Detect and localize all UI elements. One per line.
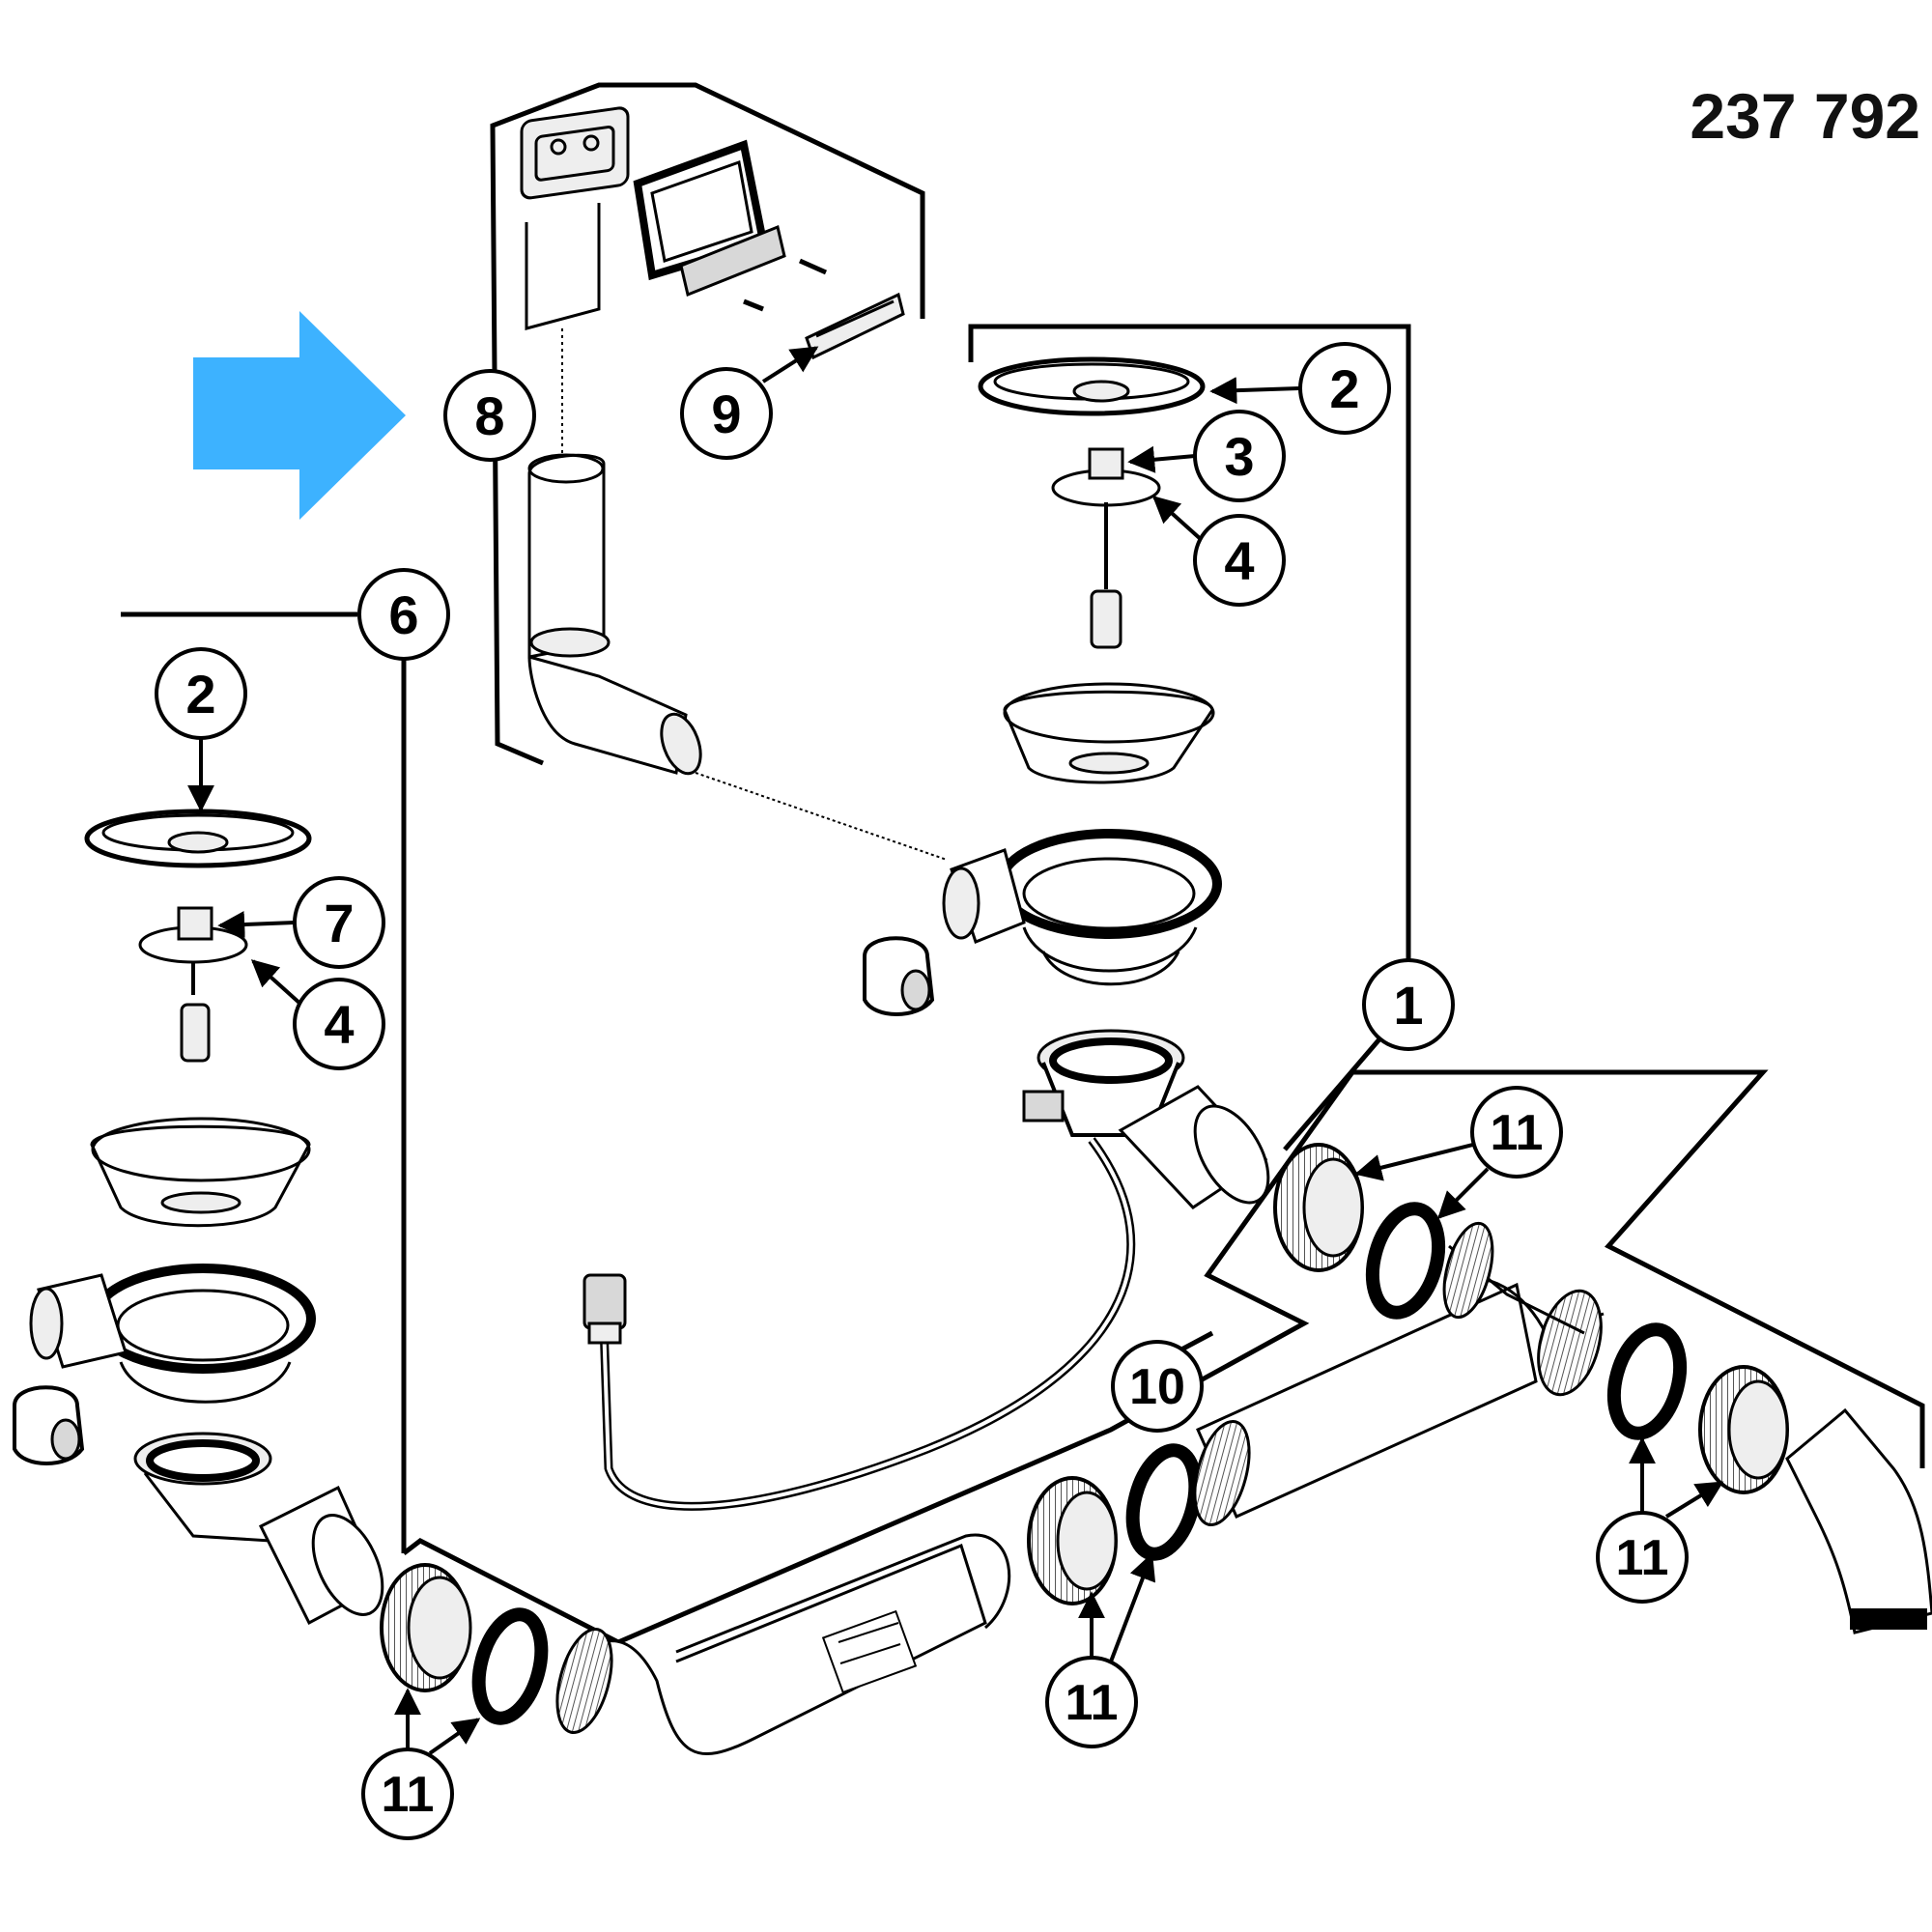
right-knob <box>1051 447 1161 649</box>
overflow-rose <box>520 106 630 330</box>
pipe-group-outline <box>402 1069 1925 1645</box>
callout-3-label: 3 <box>1224 426 1254 487</box>
callout-9-label: 9 <box>711 384 741 444</box>
right-nut-body <box>1022 1029 1185 1137</box>
callout-4-left: 4 <box>250 959 385 1070</box>
left-knob <box>138 906 248 1063</box>
right-overflow-cap <box>863 936 935 1016</box>
left-basket <box>90 1117 311 1228</box>
right-strainer-plug <box>978 356 1206 416</box>
right-arrow-icon <box>193 311 406 520</box>
callout-11-mid-label: 11 <box>1065 1675 1119 1731</box>
callout-3: 3 <box>1127 410 1286 502</box>
top-union-nut <box>1273 1143 1364 1272</box>
callout-11-mid: 11 <box>1045 1552 1156 1748</box>
callout-9: 9 <box>680 346 819 460</box>
right-seal-ring <box>1606 1322 1688 1440</box>
callout-11-top: 11 <box>1354 1086 1563 1219</box>
part-number: 237 792 <box>1690 80 1920 152</box>
callout-6-label: 6 <box>388 584 418 645</box>
callout-7-label: 7 <box>324 893 354 953</box>
right-union-nut <box>1698 1365 1789 1494</box>
left-nut-body <box>133 1432 272 1543</box>
callout-11-right-label: 11 <box>1616 1530 1669 1586</box>
left-waste-body <box>29 1264 316 1404</box>
overflow-pipe <box>527 453 702 776</box>
callout-2-right: 2 <box>1209 342 1391 435</box>
callout-6: 6 <box>357 568 450 661</box>
overflow-clip <box>679 224 828 312</box>
right-tailpiece <box>1118 1085 1270 1209</box>
right-basket <box>1003 682 1215 784</box>
t-junction <box>1442 1221 1585 1335</box>
callout-10: 10 <box>1111 1340 1204 1433</box>
left-overflow-cap <box>13 1385 85 1465</box>
callout-8: 8 <box>443 369 536 462</box>
middle-union-nut <box>1027 1476 1118 1605</box>
middle-seal-ring <box>1125 1443 1203 1561</box>
left-strainer-plug <box>84 809 312 868</box>
callout-11-left-label: 11 <box>382 1767 435 1823</box>
callout-11-top-label: 11 <box>1491 1105 1544 1161</box>
top-seal-ring <box>1365 1202 1446 1320</box>
left-tailpiece <box>258 1485 384 1626</box>
callout-7: 7 <box>217 876 385 969</box>
left-union-nut <box>380 1563 472 1692</box>
remote-cable <box>582 1137 1136 1511</box>
callout-2-left-label: 2 <box>185 664 215 724</box>
callout-10-label: 10 <box>1129 1359 1185 1415</box>
overflow-screw-plate <box>805 292 905 360</box>
leader-1 <box>1283 1032 1386 1151</box>
callout-1-label: 1 <box>1393 975 1423 1036</box>
callout-1: 1 <box>1362 958 1455 1051</box>
main-connecting-pipe <box>555 1533 1011 1755</box>
outlet-bend <box>1785 1407 1932 1634</box>
callout-2-right-label: 2 <box>1329 358 1359 419</box>
callout-8-label: 8 <box>474 385 504 446</box>
callout-4-left-label: 4 <box>324 994 354 1055</box>
right-basin-group-bracket <box>968 324 1411 980</box>
right-waste-body <box>942 829 1222 986</box>
callout-4-right: 4 <box>1151 496 1286 607</box>
callout-11-right: 11 <box>1596 1436 1724 1604</box>
left-seal-ring <box>471 1607 549 1725</box>
callout-4-right-label: 4 <box>1224 530 1254 591</box>
callout-11-left: 11 <box>361 1688 481 1840</box>
overflow-group-bracket <box>490 82 925 766</box>
callout-2-left: 2 <box>155 647 247 812</box>
